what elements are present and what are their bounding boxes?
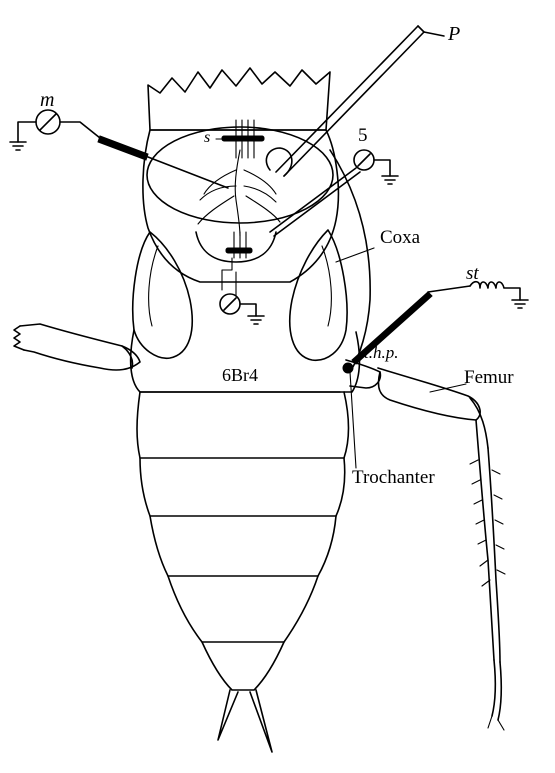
label-p: P [448,24,460,44]
label-m: m [40,90,54,110]
electrode-lower [220,294,264,324]
ground-st-icon [512,300,528,308]
ground-5-icon [382,176,398,184]
ganglion [198,120,280,300]
suction-electrode-s-band [222,136,264,141]
label-s: s [204,130,210,146]
label-femur: Femur [464,368,514,387]
lower-cavity-window [196,232,276,262]
thp-point [343,363,353,373]
label-st: st [466,264,479,283]
left-coxa-plate [133,232,192,358]
cut-thorax-edge [148,68,330,130]
label-trochanter: Trochanter [352,468,435,487]
ground-lower-icon [248,316,264,324]
abdomen [131,330,360,752]
electrode-5 [270,150,398,236]
pipette-label-leader [424,32,444,36]
electrode-m-tip [98,136,148,160]
ground-m-icon [10,142,26,150]
electrode-m [10,110,228,188]
label-5: 5 [358,126,368,145]
coil-st-icon [470,282,520,300]
label-coxa: Coxa [380,228,420,247]
right-leg [346,360,505,730]
left-leg [14,324,140,370]
pipette-p [266,26,444,176]
label-segment: 6Br4 [222,366,258,384]
label-thp: t.h.p. [364,344,398,361]
